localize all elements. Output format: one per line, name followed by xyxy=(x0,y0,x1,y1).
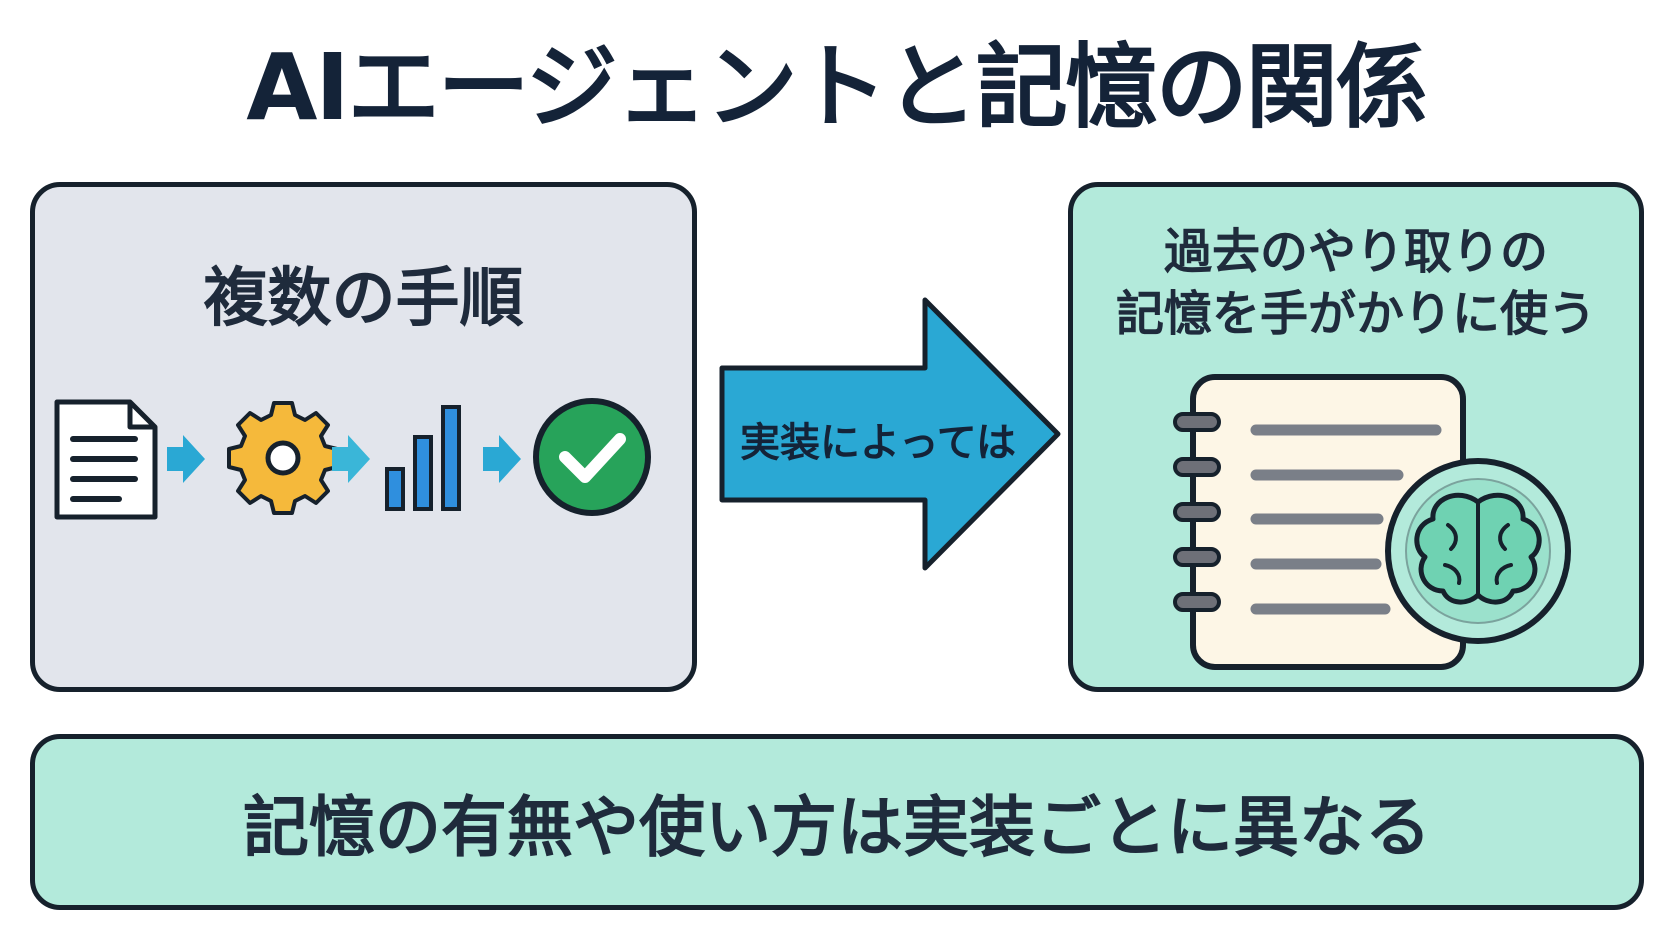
check-circle-icon xyxy=(533,398,651,516)
notebook-icon xyxy=(1173,374,1466,670)
step-arrow-2-icon xyxy=(332,435,370,483)
steps-flow xyxy=(54,398,651,520)
steps-heading: 複数の手順 xyxy=(203,262,524,336)
gear-icon xyxy=(227,401,339,515)
memory-heading: 過去のやり取りの 記憶を手がかりに使う xyxy=(1073,221,1639,345)
big-arrow-icon xyxy=(719,297,1061,571)
document-icon xyxy=(54,399,158,520)
memory-panel: 過去のやり取りの 記憶を手がかりに使う xyxy=(1068,182,1644,692)
summary-text: 記憶の有無や使い方は実装ごとに異なる xyxy=(243,789,1431,866)
arrow-label: 実装によっては xyxy=(740,420,1016,466)
step-arrow-1-icon xyxy=(167,435,205,483)
step-arrow-3-icon xyxy=(483,435,521,483)
summary-box: 記憶の有無や使い方は実装ごとに異なる xyxy=(30,734,1644,910)
steps-panel: 複数の手順 xyxy=(30,182,697,692)
brain-icon xyxy=(1385,458,1571,644)
notebook-illustration xyxy=(1173,374,1571,670)
page-title: AIエージェントと記憶の関係 xyxy=(246,34,1428,141)
bar-chart-icon xyxy=(385,405,461,511)
memory-heading-line1: 過去のやり取りの xyxy=(1163,224,1548,280)
memory-heading-line2: 記憶を手がかりに使う xyxy=(1115,286,1596,342)
